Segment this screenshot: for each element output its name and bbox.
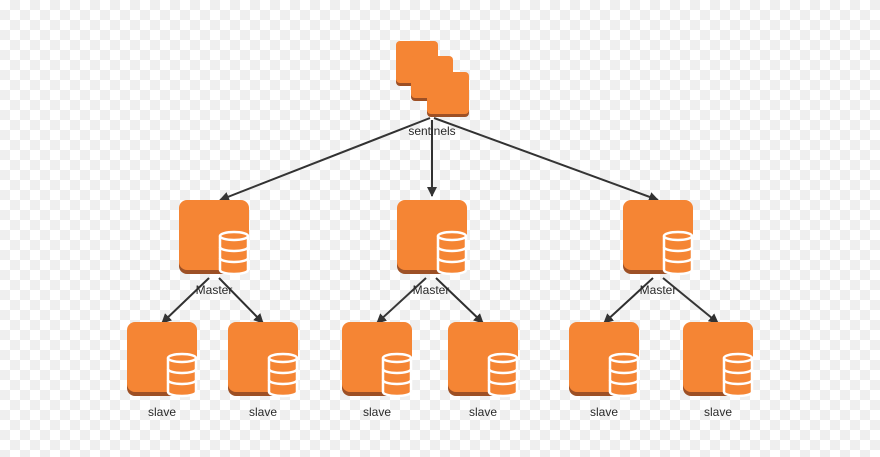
master-3-database-server-icon: [621, 198, 695, 276]
slave-3-1-label: slave: [589, 405, 619, 419]
slave-2-1-label: slave: [362, 405, 392, 419]
arrow-master-1-to-slave-2: [218, 277, 264, 324]
master-3-label: Master: [639, 283, 677, 297]
slave-1-1-label: slave: [147, 405, 177, 419]
slave-2-1-database-server-icon: [340, 320, 414, 398]
arrow-sentinels-to-master-3: [433, 117, 659, 202]
arrow-master-2-to-slave-2: [435, 277, 484, 324]
master-1-label: Master: [195, 283, 233, 297]
master-2-database-server-icon: [395, 198, 469, 276]
arrow-master-3-to-slave-1: [603, 277, 654, 324]
slave-2-2-database-server-icon: [446, 320, 520, 398]
arrow-master-2-to-slave-1: [376, 277, 427, 324]
stacked-instances-icon: [396, 41, 469, 117]
sentinel-arrows: [219, 117, 659, 202]
master-arrows: [161, 277, 719, 324]
slave-3-2-label: slave: [703, 405, 733, 419]
slave-1-2-database-server-icon: [226, 320, 300, 398]
arrow-master-3-to-slave-2: [662, 277, 719, 324]
slave-3-2-database-server-icon: [681, 320, 755, 398]
slave-3-1-database-server-icon: [567, 320, 641, 398]
master-2-label: Master: [412, 283, 450, 297]
slave-1-2-label: slave: [248, 405, 278, 419]
arrow-master-1-to-slave-1: [161, 277, 210, 324]
arrow-sentinels-to-master-1: [219, 117, 431, 202]
sentinels-label: sentinels: [408, 124, 456, 138]
master-1-database-server-icon: [177, 198, 251, 276]
slave-2-2-label: slave: [468, 405, 498, 419]
slave-1-1-database-server-icon: [125, 320, 199, 398]
